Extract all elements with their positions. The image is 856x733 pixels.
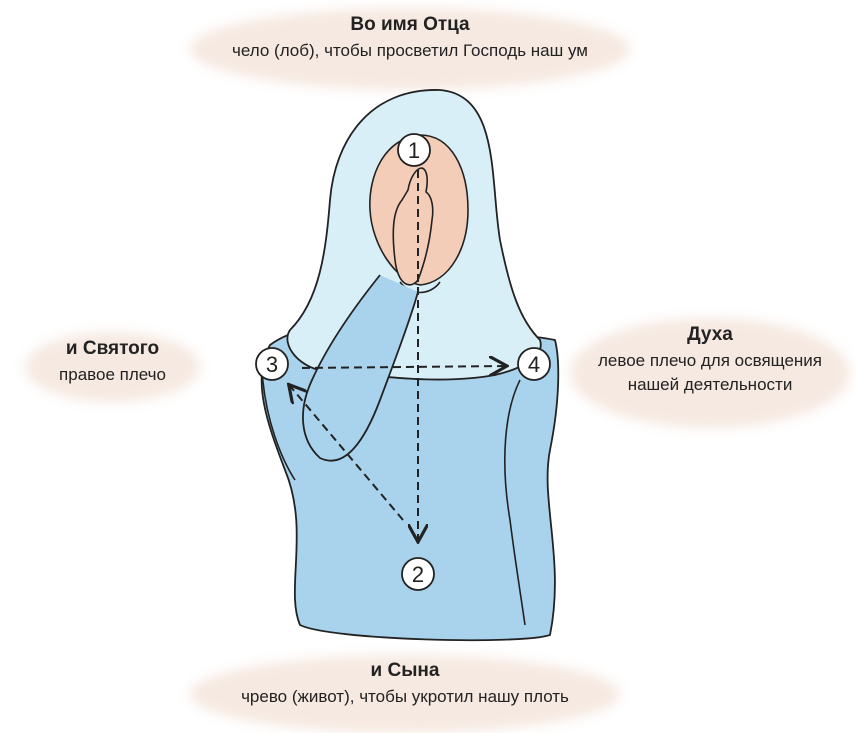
label-right-shoulder: и Святого правое плечо <box>25 338 200 386</box>
label-forehead-desc: чело (лоб), чтобы просветил Господь наш … <box>232 41 588 60</box>
label-left-shoulder: Духа левое плечо для освящения нашей дея… <box>575 324 845 396</box>
arrow-belly-to-right-shoulder <box>290 386 404 521</box>
label-belly: и Сына чрево (живот), чтобы укротил нашу… <box>190 660 620 708</box>
label-belly-title: и Сына <box>370 660 440 681</box>
marker-3: 3 <box>255 347 289 381</box>
label-right-shoulder-title: и Святого <box>65 338 160 359</box>
label-forehead-title: Во имя Отца <box>350 14 470 35</box>
marker-1-label: 1 <box>408 138 420 163</box>
marker-2: 2 <box>401 557 435 591</box>
label-left-shoulder-desc-line1: левое плечо для освящения <box>597 351 822 370</box>
marker-2-label: 2 <box>412 562 424 587</box>
label-left-shoulder-title: Духа <box>687 324 733 345</box>
left-label-highlight <box>25 332 200 402</box>
marker-1: 1 <box>397 133 431 167</box>
marker-4: 4 <box>517 347 551 381</box>
marker-3-label: 3 <box>266 352 278 377</box>
top-label-highlight <box>190 8 630 90</box>
right-label-highlight <box>570 318 850 428</box>
label-forehead: Во имя Отца чело (лоб), чтобы просветил … <box>190 14 630 62</box>
marker-4-label: 4 <box>528 352 540 377</box>
arrow-right-to-left-shoulder <box>301 366 505 368</box>
bottom-label-highlight <box>190 655 620 733</box>
label-left-shoulder-desc-line2: нашей деятельности <box>627 375 793 394</box>
label-belly-desc: чрево (живот), чтобы укротил нашу плоть <box>241 687 569 706</box>
label-right-shoulder-desc: правое плечо <box>59 365 166 384</box>
